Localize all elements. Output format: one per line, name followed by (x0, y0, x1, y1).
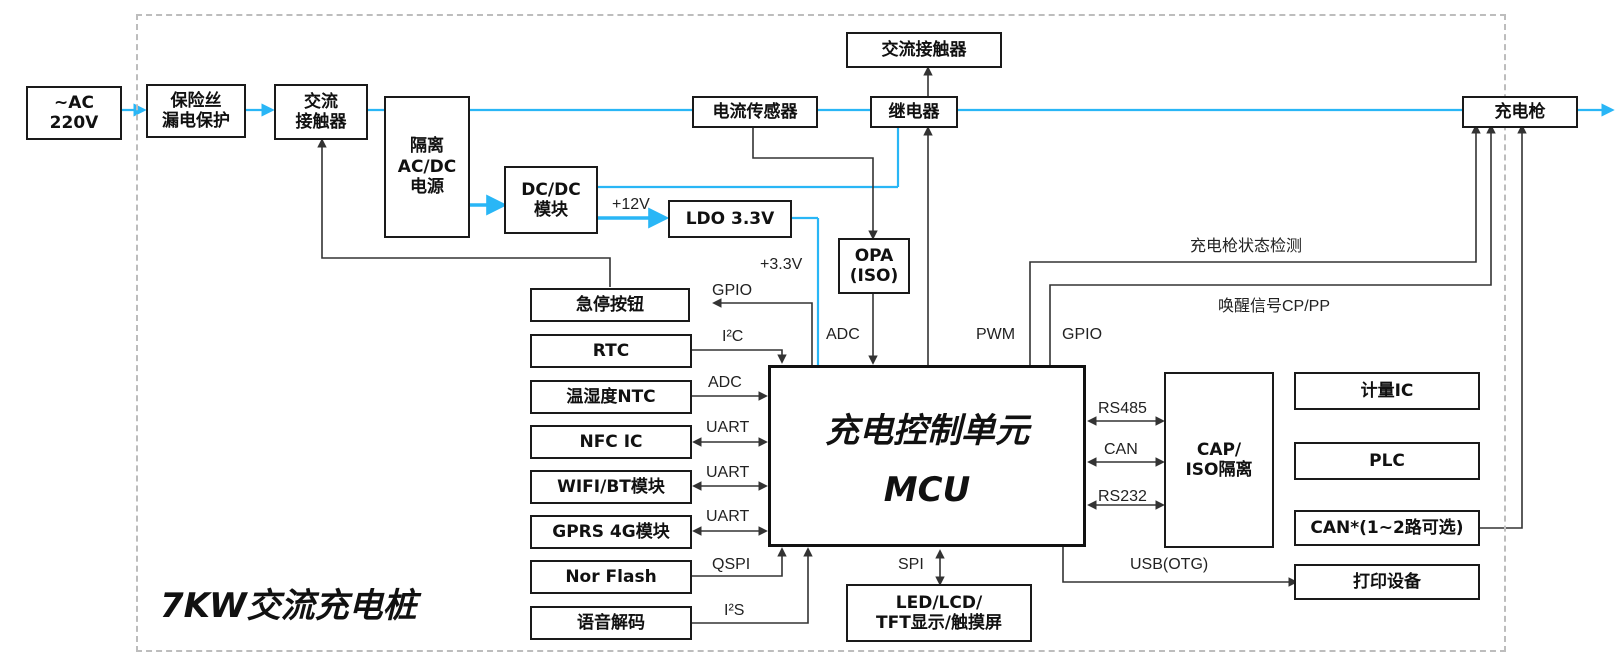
label-uart-2: UART (706, 464, 750, 481)
rtc-block: RTC (530, 334, 692, 368)
mcu-title: 充电控制单元 (825, 410, 1029, 451)
label-can: CAN (1104, 441, 1138, 458)
audio-decoder-block: 语音解码 (530, 606, 692, 640)
label-gpio-right: GPIO (1062, 326, 1103, 343)
dcdc-block: DC/DC 模块 (504, 166, 598, 234)
label-i2s: I²S (724, 602, 745, 619)
wifi-bt-block: WIFI/BT模块 (530, 470, 692, 504)
label-qspi: QSPI (712, 556, 751, 573)
system-boundary (136, 14, 1506, 652)
label-rs485: RS485 (1098, 400, 1147, 417)
label-uart-3: UART (706, 508, 750, 525)
label-uart-1: UART (706, 419, 750, 436)
label-adc-top: ADC (826, 326, 860, 343)
estop-block: 急停按钮 (530, 288, 690, 322)
signal-path (317, 66, 1527, 624)
label-pwm: PWM (976, 326, 1016, 343)
metering-ic-block: 计量IC (1294, 372, 1480, 410)
current-sensor-block: 电流传感器 (692, 96, 818, 128)
contactor-block: 交流 接触器 (274, 84, 368, 140)
diagram-title: 7KW交流充电桩 (160, 586, 417, 626)
can-option-block: CAN*(1~2路可选) (1294, 510, 1480, 546)
charging-gun-block: 充电枪 (1462, 96, 1578, 128)
cap-iso-block: CAP/ ISO隔离 (1164, 372, 1274, 548)
relay-block: 继电器 (870, 96, 958, 128)
label-gun-state: 充电枪状态检测 (1190, 238, 1303, 255)
isolated-psu-block: 隔离 AC/DC 电源 (384, 96, 470, 238)
label-wake-signal: 唤醒信号CP/PP (1218, 298, 1331, 315)
ldo-block: LDO 3.3V (668, 200, 792, 238)
ntc-block: 温湿度NTC (530, 380, 692, 414)
label-rs232: RS232 (1098, 488, 1147, 505)
ac-input-block: ~AC 220V (26, 86, 122, 140)
nor-flash-block: Nor Flash (530, 560, 692, 594)
mcu-subtitle: MCU (883, 469, 971, 510)
label-gpio-left: GPIO (712, 282, 753, 299)
label-spi: SPI (898, 556, 924, 573)
plc-block: PLC (1294, 442, 1480, 480)
printer-block: 打印设备 (1294, 564, 1480, 600)
opa-block: OPA (ISO) (838, 238, 910, 294)
mcu-block: 充电控制单元 MCU (768, 365, 1086, 547)
label-usb: USB(OTG) (1130, 556, 1209, 573)
display-block: LED/LCD/ TFT显示/触摸屏 (846, 584, 1032, 642)
gprs-block: GPRS 4G模块 (530, 515, 692, 549)
ac-contactor-top-block: 交流接触器 (846, 32, 1002, 68)
label-plus3v3: +3.3V (760, 256, 803, 273)
label-adc-left: ADC (708, 374, 742, 391)
power-path (121, 103, 1615, 365)
nfc-block: NFC IC (530, 425, 692, 459)
label-plus12v: +12V (612, 196, 650, 213)
label-i2c: I²C (722, 328, 744, 345)
fuse-block: 保险丝 漏电保护 (146, 84, 246, 138)
